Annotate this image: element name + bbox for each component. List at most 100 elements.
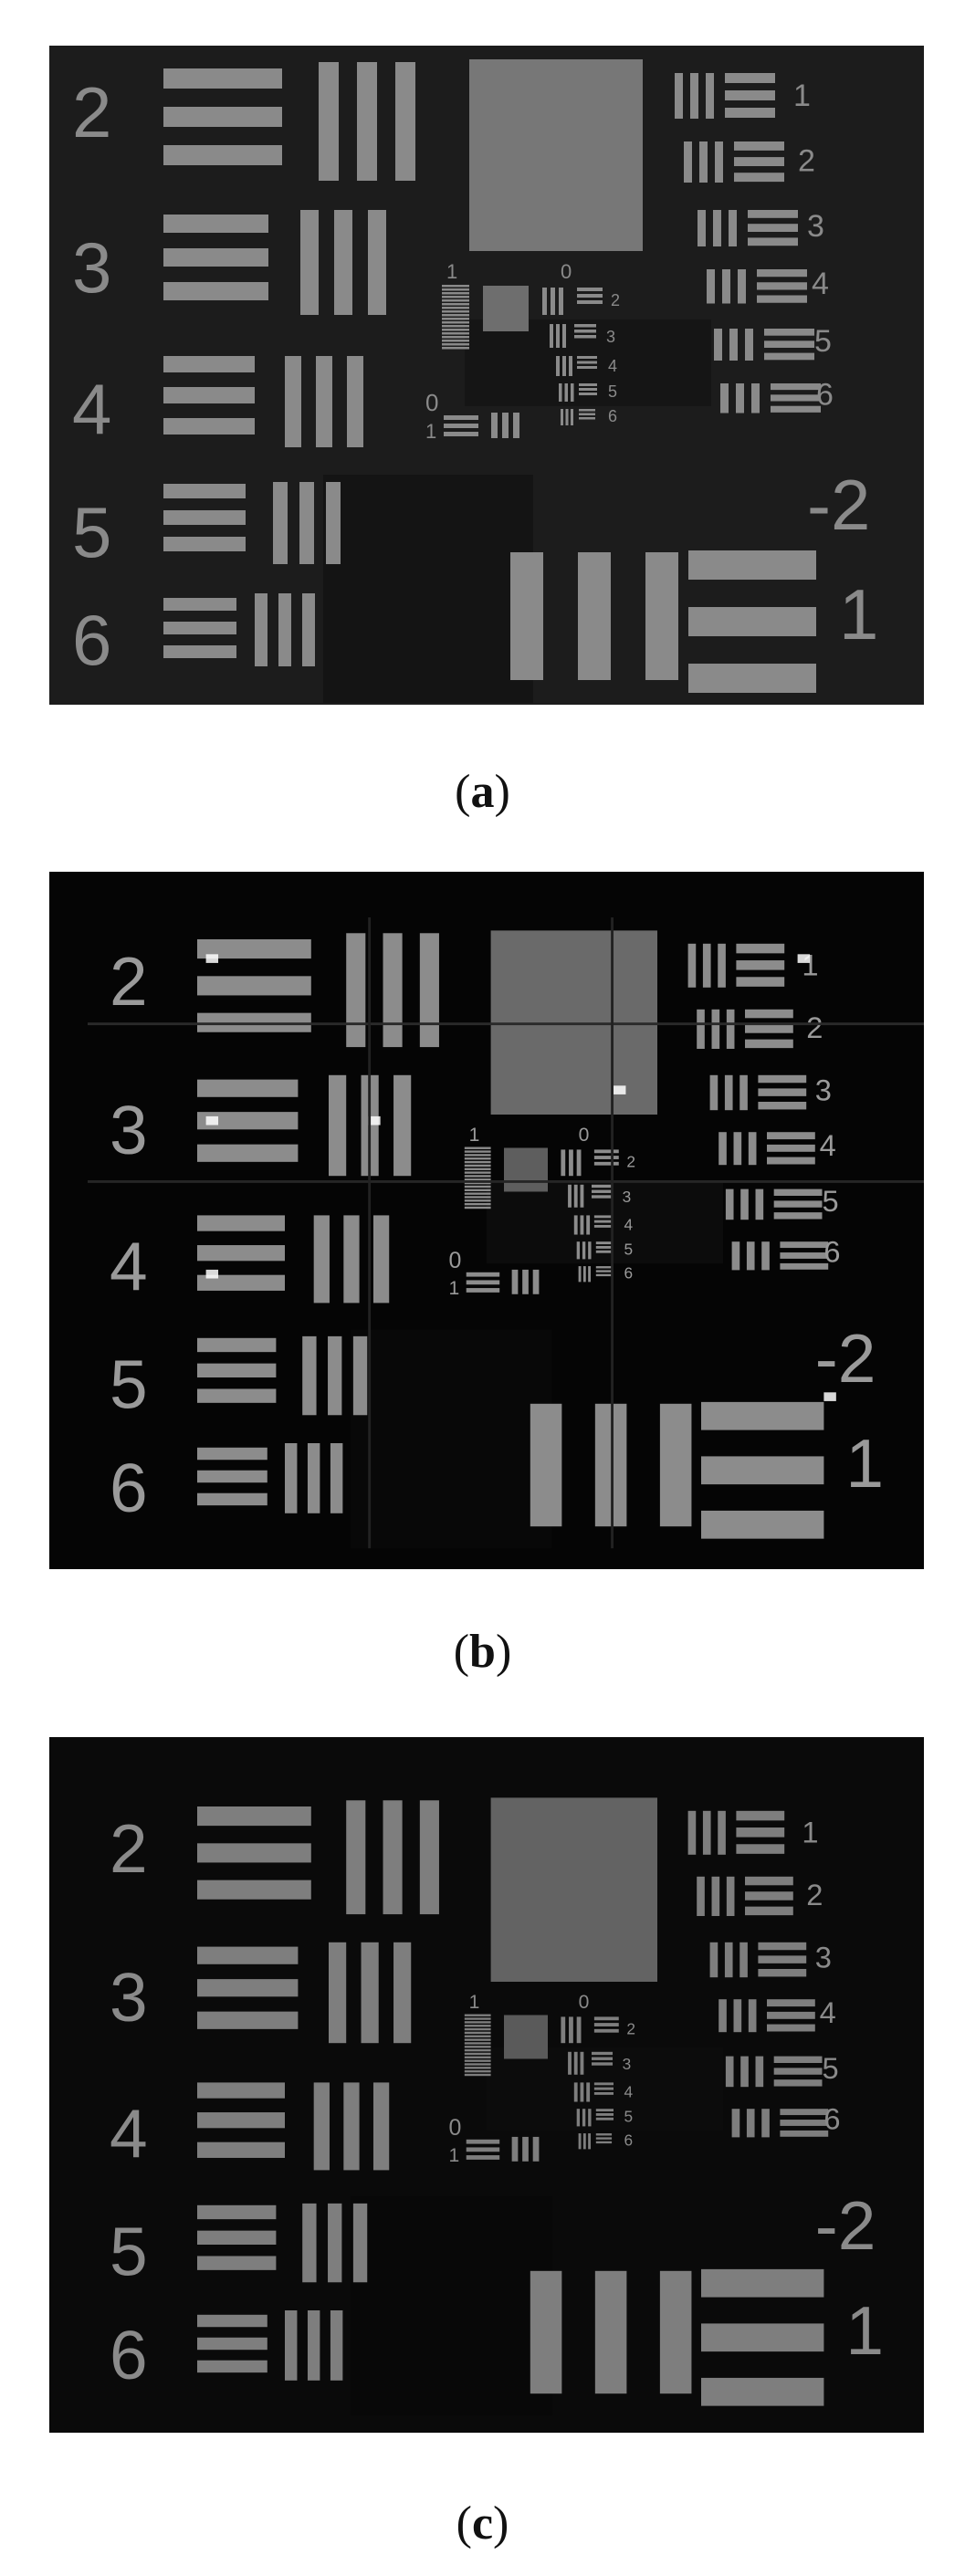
panel-a-c1-hbar	[442, 318, 469, 320]
panel-a-c1-hbar	[442, 299, 469, 302]
panel-b-c6-vbar	[588, 1266, 592, 1283]
panel-b-r6-hbar	[780, 1241, 829, 1249]
panel-c-r3-hbar	[758, 1968, 807, 1977]
panel-a-r6-vbar	[720, 383, 729, 414]
panel-a-g5-hbar	[163, 484, 246, 498]
panel-b-center-6: 6	[624, 1264, 634, 1283]
panel-b-glare	[823, 1392, 836, 1401]
panel-b-g6-hbar	[197, 1492, 267, 1506]
panel-b-center-1-small: 1	[449, 1278, 460, 1299]
panel-b-c1-hbar	[464, 1171, 491, 1174]
panel-b-r2-hbar	[745, 1009, 793, 1019]
panel-a-c1-hbar	[442, 336, 469, 339]
panel-c-r2-vbar	[697, 1876, 705, 1916]
panel-c-c0-hbar	[593, 2028, 619, 2033]
panel-c-r5-hbar	[773, 2056, 823, 2063]
panel-a-g5-hbar	[163, 537, 246, 551]
panel-b-glare	[614, 1085, 626, 1094]
panel-b-g4-hbar	[197, 1245, 285, 1262]
panel-c-r1-vbar	[687, 1810, 697, 1855]
panel-b-c1-hbar	[464, 1199, 491, 1202]
panel-b-g6-hbar	[197, 1447, 267, 1461]
panel-b-c0-hbar	[593, 1149, 619, 1154]
panel-a-g2-hbar	[163, 145, 282, 165]
panel-b-g4-hbar	[197, 1215, 285, 1231]
panel-b-g1-hbar	[701, 1401, 824, 1430]
panel-a-r4-hbar	[757, 282, 807, 290]
panel-b-g3-vbar	[329, 1074, 347, 1177]
panel-a-g2-hbar	[163, 68, 282, 89]
panel-b-g6-hbar	[197, 1470, 267, 1483]
panel-b-r4-hbar	[767, 1132, 815, 1140]
panel-a-g4-vbar	[285, 356, 301, 447]
panel-a-c6-hbar	[579, 409, 595, 412]
panel-c-g6-vbar	[330, 2310, 343, 2381]
panel-c-c5-vbar	[582, 2109, 586, 2127]
panel-b-c01-vbar	[511, 1269, 519, 1294]
panel-b-c5-vbar	[588, 1241, 592, 1260]
panel-a-rlabel-4: 4	[812, 267, 829, 301]
panel-a-g5-hbar	[163, 510, 246, 525]
panel-b-center-0: 0	[579, 1125, 590, 1146]
panel-c-g4-vbar	[343, 2082, 360, 2171]
panel-c-g2-vbar	[383, 1800, 403, 1915]
panel-a-r2-hbar	[734, 173, 784, 183]
panel-c-g5-hbar	[197, 2230, 277, 2245]
panel-b-c0-hbar	[593, 1156, 619, 1159]
panel-a-g5-vbar	[326, 482, 341, 564]
panel-b-r4-hbar	[767, 1157, 815, 1165]
panel-c-label-5: 5	[110, 2214, 148, 2290]
panel-b-label-right-1: 1	[845, 1425, 884, 1502]
panel-b-streak	[611, 917, 614, 1549]
panel-c-r5-vbar	[725, 2056, 734, 2088]
panel-c-c6-vbar	[588, 2133, 592, 2150]
panel-c-center-1: 1	[469, 1992, 480, 2013]
panel-b-g1-vbar	[659, 1403, 692, 1527]
panel-b-r6-vbar	[731, 1241, 740, 1271]
panel-c-c6-hbar	[595, 2137, 613, 2140]
panel-b-c3-hbar	[592, 1184, 614, 1189]
panel-a-c01-vbar	[502, 413, 509, 438]
panel-c-c01-hbar	[466, 2139, 500, 2144]
panel-a-r4-vbar	[722, 269, 730, 304]
panel-b-r4-vbar	[733, 1132, 742, 1166]
panel-c-r2-vbar	[726, 1876, 735, 1916]
panel-c-g1-hbar	[701, 2377, 824, 2406]
panel-c-r2-hbar	[745, 1876, 793, 1886]
panel-a-r4-hbar	[757, 295, 807, 303]
panel-c-large-square	[490, 1797, 657, 1982]
panel-b-g1-hbar	[701, 1510, 824, 1539]
panel-c-label-6: 6	[110, 2317, 148, 2393]
panel-c-g3-hbar	[197, 2011, 299, 2029]
panel-a-c0-hbar	[577, 288, 603, 291]
panel-a-r5-hbar	[764, 340, 814, 348]
panel-a-center-2: 2	[611, 291, 620, 309]
panel-a-r3-hbar	[748, 237, 798, 246]
panel-c-center-0: 0	[579, 1992, 590, 2013]
panel-b-r4-hbar	[767, 1144, 815, 1152]
panel-c-g6-hbar	[197, 2314, 267, 2328]
panel-a-r4-vbar	[707, 269, 715, 304]
panel-c-r5-hbar	[773, 2068, 823, 2075]
panel-b-r3-hbar	[758, 1101, 807, 1110]
panel-b-c1-hbar	[464, 1181, 491, 1185]
panel-b-g4-vbar	[343, 1215, 360, 1304]
panel-b-glare	[205, 1115, 219, 1126]
panel-a-small-square	[483, 286, 529, 331]
panel-a-g4-vbar	[347, 356, 363, 447]
panel-a-g6-hbar	[163, 598, 236, 611]
panel-c-c1-hbar	[464, 2056, 491, 2058]
panel-c-c3-vbar	[573, 2051, 578, 2075]
panel-c-c4-vbar	[580, 2082, 584, 2102]
panel-b-g4-vbar	[372, 1215, 390, 1304]
panel-a-r2-vbar	[699, 141, 708, 183]
panel-c-label-neg2: -2	[815, 2187, 876, 2264]
panel-a-g5-vbar	[273, 482, 288, 564]
panel-a-c5-hbar	[579, 383, 597, 386]
panel-a-rlabel-3: 3	[807, 209, 824, 244]
panel-c-g6-hbar	[197, 2360, 267, 2373]
panel-a-r5-vbar	[729, 329, 738, 361]
